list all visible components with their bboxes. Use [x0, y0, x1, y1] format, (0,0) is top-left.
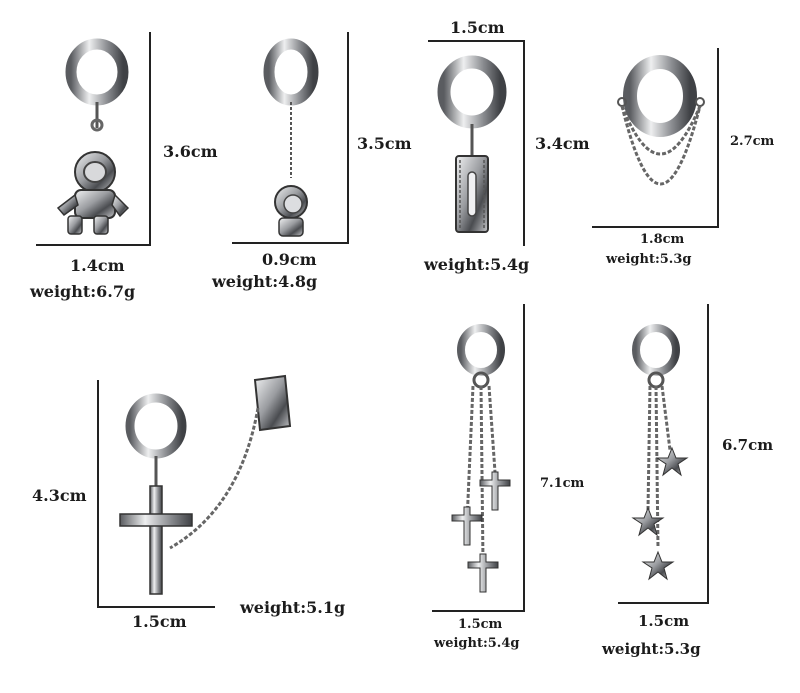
- width-label-1: 1.4cm: [70, 256, 125, 275]
- astronaut-earring-image: [56, 38, 130, 235]
- chain-hoop-earring-image: [617, 55, 705, 186]
- height-line-5: [97, 380, 99, 608]
- cross-cuff-earring-image: [119, 374, 292, 595]
- height-line-4: [717, 48, 719, 228]
- boy-figure-image: [258, 208, 328, 238]
- height-label-1: 3.6cm: [163, 142, 218, 161]
- height-label-3: 3.4cm: [535, 134, 590, 153]
- width-label-3: 1.5cm: [450, 18, 505, 37]
- weight-label-2: weight:4.8g: [212, 272, 318, 291]
- height-line-1: [149, 32, 151, 246]
- height-label-2: 3.5cm: [357, 134, 412, 153]
- weight-label-3: weight:5.4g: [424, 255, 530, 274]
- weight-label-4: weight:5.3g: [606, 252, 692, 267]
- tassel-cross-earring-image: [451, 324, 511, 593]
- weight-label-1: weight:6.7g: [30, 282, 136, 301]
- width-line-7: [618, 602, 708, 604]
- width-line-4: [592, 226, 718, 228]
- width-label-5: 1.5cm: [132, 612, 187, 631]
- width-label-6: 1.5cm: [458, 617, 503, 632]
- width-line-2: [232, 242, 348, 244]
- width-line-6: [432, 610, 524, 612]
- height-label-5: 4.3cm: [32, 486, 87, 505]
- height-label-6: 7.1cm: [540, 476, 585, 491]
- width-label-4: 1.8cm: [640, 232, 685, 247]
- width-line-1: [36, 244, 150, 246]
- width-label-2: 0.9cm: [262, 250, 317, 269]
- weight-label-7: weight:5.3g: [602, 640, 701, 658]
- height-line-6: [523, 304, 525, 612]
- height-line-7: [707, 304, 709, 604]
- weight-label-5: weight:5.1g: [240, 598, 346, 617]
- width-line-5: [97, 606, 215, 608]
- tassel-star-earring-image: [631, 324, 689, 581]
- boy-earring-image: [263, 38, 319, 237]
- height-label-7: 6.7cm: [722, 436, 774, 454]
- width-label-7: 1.5cm: [638, 612, 690, 630]
- height-label-4: 2.7cm: [730, 134, 775, 149]
- height-line-2: [347, 32, 349, 244]
- weight-label-6: weight:5.4g: [434, 636, 520, 651]
- width-line-3: [428, 40, 524, 42]
- height-line-3: [523, 40, 525, 246]
- razor-earring-image: [437, 55, 507, 233]
